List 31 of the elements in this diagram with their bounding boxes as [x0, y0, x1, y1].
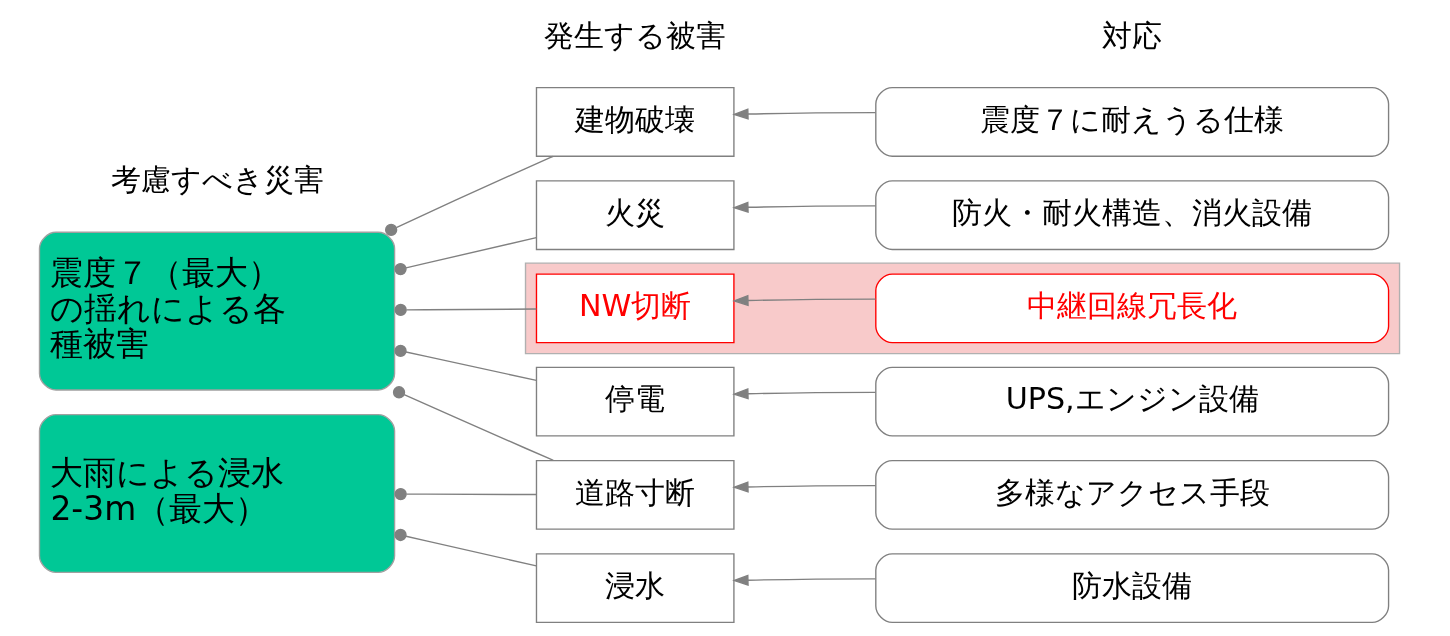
node-box: 建物破壊	[535, 87, 735, 157]
arrow	[732, 294, 877, 307]
connector	[385, 155, 554, 237]
connector	[394, 237, 537, 276]
node-box: 停電	[535, 366, 735, 437]
arrow	[732, 108, 877, 120]
node-box: 防水設備	[875, 553, 1390, 624]
node-box: 震度７に耐えうる仕様	[875, 87, 1390, 157]
connector	[394, 344, 537, 382]
arrow	[732, 387, 877, 400]
node-box: 多様なアクセス手段	[875, 459, 1390, 530]
node-box: 大雨による浸水2-3m（最大）	[38, 413, 396, 573]
node-box: 火災	[535, 180, 735, 251]
arrow	[732, 574, 877, 586]
node-box: 浸水	[535, 553, 735, 624]
node-box: UPS,エンジン設備	[875, 366, 1390, 437]
connector	[394, 303, 537, 317]
label: 対応	[1102, 17, 1163, 53]
connector	[392, 386, 554, 462]
label: 考慮すべき災害	[110, 161, 324, 197]
arrow	[732, 201, 877, 214]
label: 発生する被害	[544, 17, 727, 53]
node-box: 防火・耐火構造、消火設備	[875, 180, 1390, 251]
node-box: NW切断	[535, 273, 735, 344]
node-box: 震度７（最大）の揺れによる各種被害	[38, 231, 396, 391]
cluster	[524, 262, 1401, 355]
node-box: 中継回線冗長化	[875, 273, 1390, 344]
arrow	[732, 481, 877, 493]
connector	[394, 487, 537, 501]
connector	[394, 528, 537, 567]
node-box: 道路寸断	[535, 459, 735, 530]
